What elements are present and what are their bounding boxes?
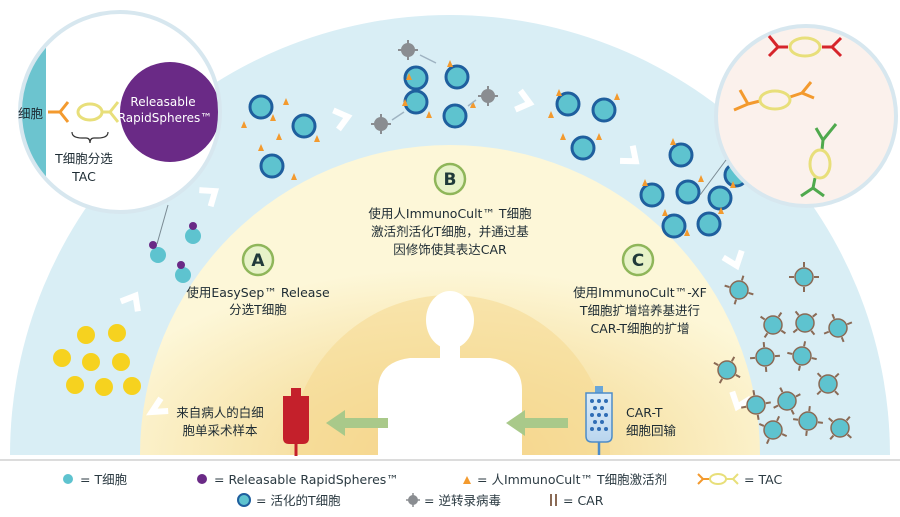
step-b-text-line1: 使用人ImmunoCult™ T细胞: [368, 206, 532, 221]
step-b-badge: B: [435, 164, 465, 194]
inset-tac-line2: TAC: [71, 169, 96, 184]
legend-car-label: = CAR: [563, 493, 604, 508]
legend-activated-label: = 活化的T细胞: [256, 493, 341, 508]
inset-bead-line2: RapidSpheres™: [118, 111, 213, 125]
legend-car-icon: [551, 494, 556, 506]
step-b-text-line2: 激活剂活化T细胞，并通过基: [371, 224, 529, 239]
legend-tac-icon: [698, 474, 738, 484]
legend-activated-icon: [238, 494, 250, 506]
step-c-text-line1: 使用ImmunoCult™-XF: [573, 285, 707, 300]
car-receptor: [758, 415, 759, 420]
legend-activator-label: = 人ImmunoCult™ T细胞激活剂: [477, 472, 667, 487]
legend-tcell-label: = T细胞: [80, 472, 128, 487]
car-receptor: [818, 422, 823, 423]
step-c-text-line2: T细胞扩增培养基进行: [579, 303, 700, 318]
infusion-text-line1: CAR-T: [626, 405, 663, 420]
car-receptor: [735, 300, 736, 305]
car-receptor: [804, 341, 805, 346]
step-c-badge: C: [623, 245, 653, 275]
car-receptor: [742, 276, 743, 281]
step-b-text-line3: 因修饰使其表达CAR: [393, 242, 507, 257]
sample-text-line2: 胞单采术样本: [182, 423, 258, 438]
activator-inset: [716, 26, 896, 206]
legend-tac-label: = TAC: [744, 472, 782, 487]
car-receptor: [809, 406, 810, 411]
car-receptor: [787, 353, 792, 354]
inset-tac-line1: T细胞分选: [54, 151, 113, 166]
step-c-text-line3: CAR-T细胞的扩增: [591, 321, 690, 336]
car-receptor: [799, 366, 800, 371]
car-receptor: [749, 293, 754, 294]
car-receptor: [766, 402, 771, 403]
sample-text-line1: 来自病人的白细: [176, 405, 264, 420]
inset-cell-label: 细胞: [18, 106, 44, 121]
legend-virus-label: = 逆转录病毒: [424, 493, 501, 508]
legend-tcell-icon: [63, 474, 73, 484]
step-c-letter: C: [632, 251, 644, 271]
step-a-letter: A: [251, 251, 265, 271]
car-receptor: [812, 358, 817, 359]
legend-virus-icon: [406, 493, 420, 507]
car-receptor: [806, 431, 807, 436]
car-receptor: [741, 407, 746, 408]
legend-activator-icon: [463, 476, 471, 484]
inset-bead-line1: Releasable: [130, 95, 195, 109]
legend-sphere-icon: [197, 474, 207, 484]
step-b-letter: B: [444, 170, 457, 190]
step-a-badge: A: [243, 245, 273, 275]
step-a-text-line2: 分选T细胞: [229, 302, 287, 317]
car-receptor: [725, 286, 730, 287]
step-a-text-line1: 使用EasySep™ Release: [186, 285, 330, 300]
legend-sphere-label: = Releasable RapidSpheres™: [214, 472, 399, 487]
legend: = T细胞 = Releasable RapidSpheres™ = 人Immu…: [63, 472, 782, 508]
infusion-text-line2: 细胞回输: [626, 423, 677, 438]
car-receptor: [753, 390, 754, 395]
car-receptor: [793, 419, 798, 420]
